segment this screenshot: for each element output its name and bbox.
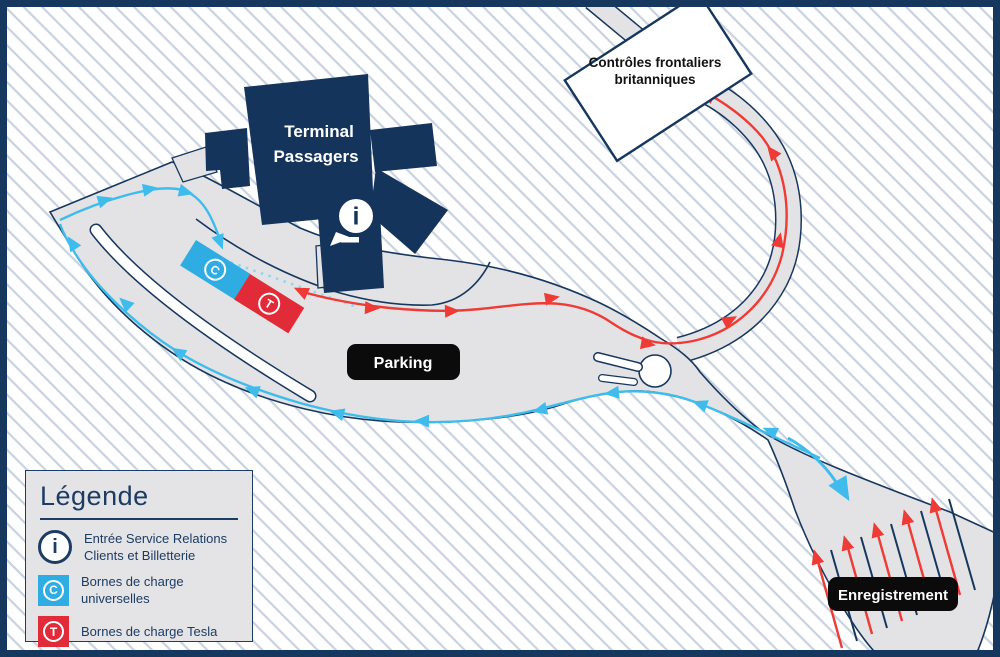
svg-text:Enregistrement: Enregistrement: [838, 587, 948, 604]
border-controls-box: Contrôles frontaliers britanniques: [563, 0, 753, 163]
info-icon: i: [330, 199, 373, 246]
blue-route: [58, 181, 859, 507]
registration-label: Enregistrement: [828, 577, 958, 611]
legend-item-tesla-charger: T Bornes de charge Tesla: [38, 616, 242, 647]
dropoff-lane-boundary: [195, 218, 491, 306]
legend-item-universal-charger: C Bornes de charge universelles: [38, 573, 242, 607]
universal-charger-icon: C: [38, 574, 69, 606]
border-controls-line1: Contrôles frontaliers: [589, 55, 722, 70]
legend-info-line1: Entrée Service Relations: [84, 531, 228, 546]
tesla-charger-icon: T: [38, 616, 69, 647]
svg-text:Terminal: Terminal: [284, 122, 354, 141]
info-circle-icon: i: [38, 530, 72, 564]
legend-title: Légende: [40, 481, 149, 511]
border-controls-line2: britanniques: [614, 72, 695, 87]
parking-median: [89, 223, 317, 403]
legend-info-line2: Clients et Billetterie: [84, 548, 196, 563]
building-entrance-mark: [341, 237, 359, 243]
legend-divider: [40, 518, 238, 520]
terminal-building: [205, 74, 448, 293]
parking-label: Parking: [347, 344, 460, 380]
legend-universal-label: Bornes de charge universelles: [81, 574, 184, 606]
red-route: [291, 85, 788, 352]
svg-text:Passagers: Passagers: [273, 147, 358, 166]
roundabout: [593, 352, 672, 388]
universal-charger-bay: C: [180, 240, 251, 300]
tesla-charger-bay: T: [234, 274, 305, 334]
terminal-label: Terminal Passagers: [273, 122, 358, 166]
svg-text:i: i: [353, 203, 360, 231]
legend-tesla-label: Bornes de charge Tesla: [81, 624, 218, 639]
svg-text:Parking: Parking: [374, 355, 433, 372]
legend-panel: Légende i Entrée Service Relations Clien…: [25, 470, 253, 647]
legend-item-info: i Entrée Service Relations Clients et Bi…: [38, 530, 242, 564]
